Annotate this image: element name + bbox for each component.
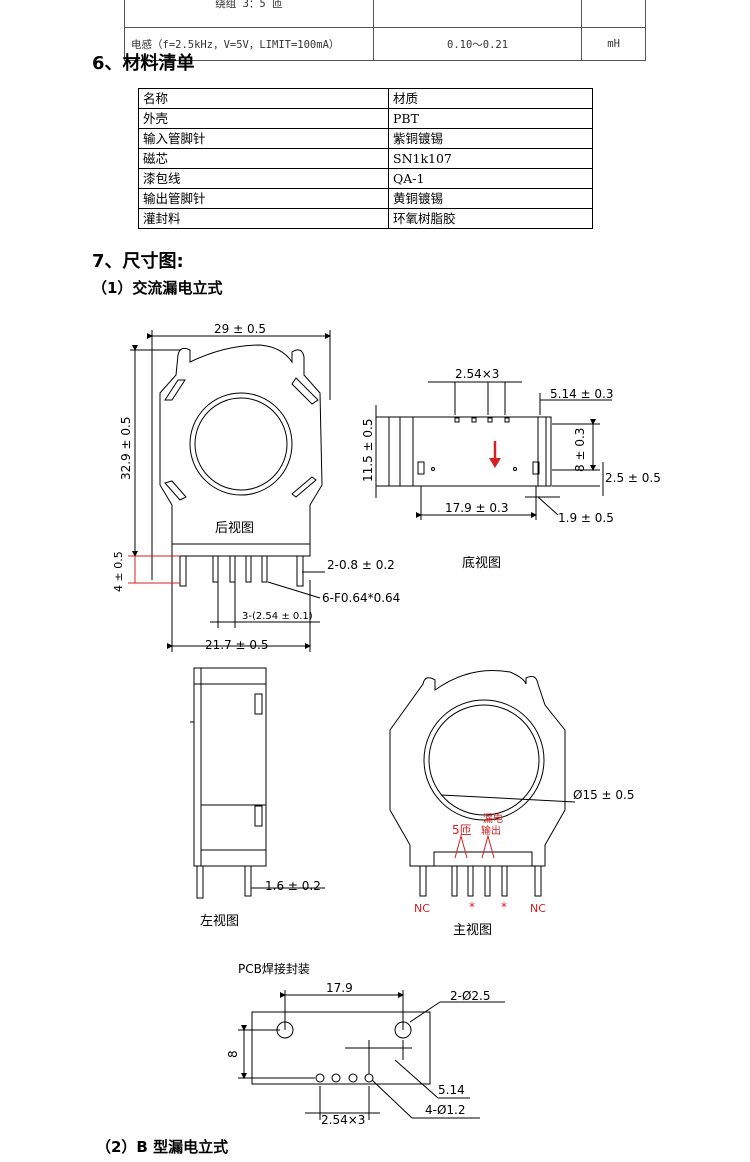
spec-label: 电感（f=2.5kHz，V=5V，LIMIT=100mA） xyxy=(124,27,374,61)
dim-pitch-3: 2.54×3 xyxy=(455,367,499,381)
back-view-pins xyxy=(179,555,304,587)
bottom-view-outline xyxy=(388,416,552,487)
pcb-dim-5-14: 5.14 xyxy=(438,1083,465,1097)
pin-nc-left: NC xyxy=(414,902,430,915)
dim-1-6: 1.6 ± 0.2 xyxy=(265,879,321,893)
dim-8: 8 ± 0.3 xyxy=(573,428,587,472)
dim-17-9: 17.9 ± 0.3 xyxy=(445,501,509,515)
spec-unit: mH xyxy=(581,27,646,61)
dim-11-5: 11.5 ± 0.5 xyxy=(361,419,375,483)
back-view-outline xyxy=(159,344,323,557)
dim-pin-size: 6-F0.64*0.64 xyxy=(322,591,400,605)
spec-label: 绕组 3：5 匝 xyxy=(124,0,374,28)
pin-length-dim xyxy=(128,555,180,584)
bottom-view-label: 底视图 xyxy=(462,555,501,571)
table-row: 绕组 3：5 匝 xyxy=(124,0,646,28)
subsection-2-title: （2）B 型漏电立式 xyxy=(96,1138,229,1156)
dim-diameter-15: Ø15 ± 0.5 xyxy=(573,788,634,802)
pcb-dim-8: 8 xyxy=(226,1050,240,1058)
winding-markers xyxy=(454,834,495,859)
table-header-row: 名称 材质 xyxy=(138,88,593,109)
pin-star-2: * xyxy=(501,900,507,914)
pcb-title: PCB焊接封装 xyxy=(238,961,310,976)
table-row: 灌封料环氧树脂胶 xyxy=(138,208,593,229)
dim-1-9: 1.9 ± 0.5 xyxy=(558,511,614,525)
section-7-title: 7、尺寸图: xyxy=(92,251,184,272)
output-label: 输出 xyxy=(481,824,501,837)
dim-pin-length: 4 ± 0.5 xyxy=(112,551,125,592)
dim-2-5: 2.5 ± 0.5 xyxy=(605,471,661,485)
section-6-title: 6、材料清单 xyxy=(92,53,195,74)
pcb-dim-pitch: 2.54×3 xyxy=(321,1113,365,1127)
dim-pin-pitch: 3-(2.54 ± 0.1) xyxy=(242,611,313,622)
front-view-label: 主视图 xyxy=(453,923,492,938)
subsection-1-title: （1）交流漏电立式 xyxy=(92,279,223,297)
back-view-label: 后视图 xyxy=(215,521,254,536)
electrical-spec-table: 绕组 3：5 匝 电感（f=2.5kHz，V=5V，LIMIT=100mA） 0… xyxy=(124,0,646,61)
pcb-dim-17-9: 17.9 xyxy=(326,981,353,995)
left-view-outline xyxy=(190,667,325,899)
spec-value: 0.10～0.21 xyxy=(372,27,583,61)
leakage-label: 漏电 xyxy=(483,812,503,825)
red-arrow-icon xyxy=(489,441,501,468)
dim-height: 32.9 ± 0.5 xyxy=(119,417,133,481)
pcb-dim-hole-1-2: 4-Ø1.2 xyxy=(425,1103,466,1117)
front-view-outline xyxy=(389,669,576,867)
dim-width: 29 ± 0.5 xyxy=(214,322,266,336)
left-view-label: 左视图 xyxy=(200,914,239,929)
front-view-pins xyxy=(419,865,542,897)
pin-nc-right: NC xyxy=(530,902,546,915)
table-row: 电感（f=2.5kHz，V=5V，LIMIT=100mA） 0.10～0.21 … xyxy=(124,27,646,61)
dim-5-14: 5.14 ± 0.3 xyxy=(550,387,614,401)
pcb-dim-hole-2-5: 2-Ø2.5 xyxy=(450,989,491,1003)
dim-pin-width: 2-0.8 ± 0.2 xyxy=(327,558,395,572)
winding-5-turns-label: 5匝 xyxy=(452,823,472,837)
dim-base: 21.7 ± 0.5 xyxy=(205,638,269,652)
pin-star-1: * xyxy=(469,900,475,914)
